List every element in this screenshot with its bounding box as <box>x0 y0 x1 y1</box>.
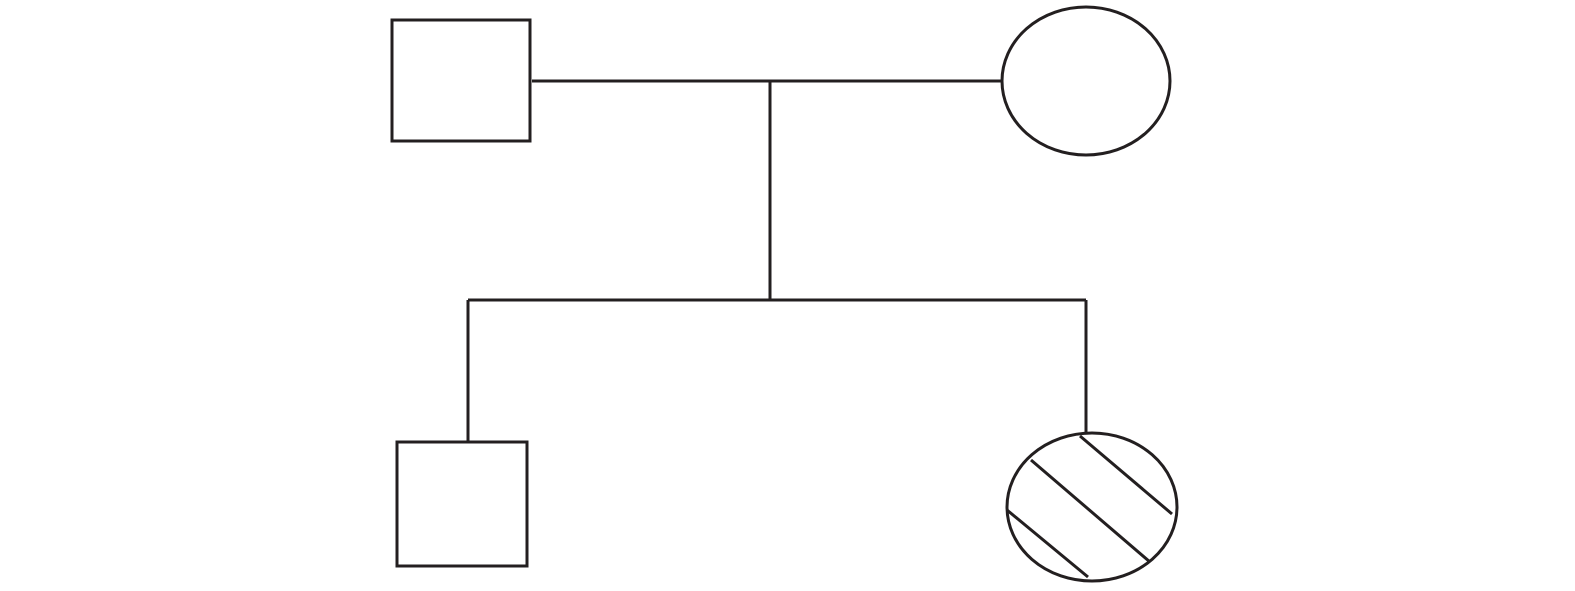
son-symbol <box>395 440 529 568</box>
hatch-pattern <box>1007 434 1173 579</box>
father-symbol <box>390 18 532 143</box>
mother-symbol <box>1000 5 1172 157</box>
daughter-symbol <box>1005 431 1179 583</box>
